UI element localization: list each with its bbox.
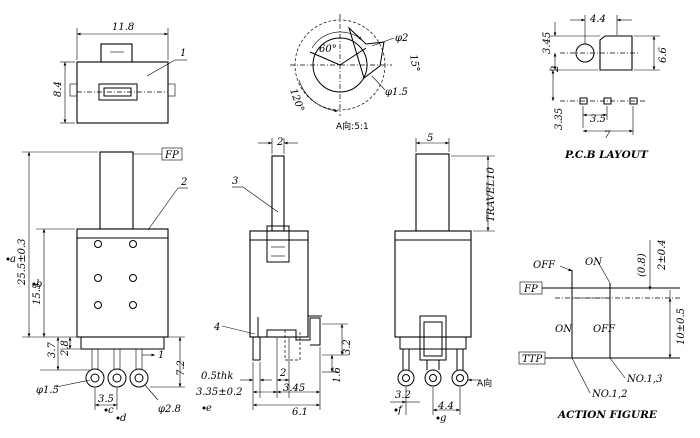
side-ref-e: e <box>206 403 212 414</box>
front-dim-dia-2-8: φ2.8 <box>158 404 181 415</box>
front-ref-b: b <box>36 279 42 290</box>
rotation-dia-2: φ2 <box>395 33 408 44</box>
side-dim-1-6: 1.6 <box>332 366 343 383</box>
front-dim-15-5: 15.5 <box>32 283 43 305</box>
right-view-label: A向 <box>477 377 492 389</box>
action-no13: NO.1,3 <box>626 374 662 385</box>
callout-3: 3 <box>232 176 238 187</box>
pcb-pad <box>599 35 633 71</box>
side-view-body <box>249 230 309 338</box>
rotation-angle-15: 15° <box>407 54 421 73</box>
pcb-layout: 4.4 3.45 6.6 2 3.35 3.5 7 P.C.B LAYOUT <box>542 14 669 161</box>
right-view-actuator <box>415 153 450 232</box>
top-view-actuator <box>100 43 133 63</box>
front-dim-3-7: 3.7 <box>47 341 58 358</box>
side-view: 2 3 4 3.2 1.6 0.5thk 2 3.35±0.2 3.45 6.1… <box>196 137 353 418</box>
right-view: 5 TRAVEL10 A向 3.2 4.4 f g <box>390 133 497 424</box>
front-ref-d: d <box>120 413 126 424</box>
front-view-actuator <box>99 151 134 230</box>
pcb-title: P.C.B LAYOUT <box>564 149 649 161</box>
side-dim-2-top: 2 <box>276 137 283 148</box>
pcb-dim-4-4: 4.4 <box>589 14 606 25</box>
right-travel: TRAVEL10 <box>486 167 497 222</box>
side-dim-3-45: 3.45 <box>283 383 305 394</box>
rotation-caption: A向:5:1 <box>336 120 369 132</box>
right-ref-f: f <box>397 405 404 416</box>
pcb-dim-3-35: 3.35 <box>554 108 565 130</box>
front-dim-dia-1-5: φ1.5 <box>36 385 59 396</box>
action-ttp: TTP <box>522 354 543 365</box>
rotation-view: 60° 120° φ2 15° φ1.5 A向:5:1 <box>287 14 421 132</box>
rotation-angle-small: 60° <box>319 44 337 55</box>
action-off-mid: OFF <box>593 324 616 335</box>
front-view-body <box>76 228 169 338</box>
side-dim-2-bottom: 2 <box>279 368 286 379</box>
right-dim-5: 5 <box>427 133 433 144</box>
action-dim-0-8: (0.8) <box>637 253 648 277</box>
action-fp: FP <box>523 284 538 295</box>
top-view-width: 11.8 <box>112 22 134 33</box>
action-figure: OFF ON (0.8) 2±0.4 FP ON OFF 10±0.5 TTP … <box>518 239 687 421</box>
front-fp-tag: FP <box>164 150 179 161</box>
top-view-body <box>76 61 169 124</box>
rotation-dia-15: φ1.5 <box>385 87 408 98</box>
top-view-height: 8.4 <box>53 81 64 97</box>
reference-dots <box>6 257 440 420</box>
action-figure-title: ACTION FIGURE <box>557 409 658 421</box>
pcb-dim-6-6: 6.6 <box>658 46 669 63</box>
right-view-body <box>394 230 472 338</box>
side-view-stem <box>271 155 285 232</box>
rotation-angle-large: 120° <box>287 87 306 113</box>
right-dim-3-2: 3.2 <box>395 390 411 401</box>
callout-2: 2 <box>180 177 187 188</box>
front-ref-c: c <box>108 405 114 416</box>
pcb-dim-2: 2 <box>550 66 561 73</box>
pcb-dim-7: 7 <box>604 130 611 141</box>
callout-1: 1 <box>180 48 186 59</box>
side-dim-3-35: 3.35±0.2 <box>196 387 243 398</box>
front-dim-25-5: 25.5±0.3 <box>17 238 28 286</box>
front-dim-1: 1 <box>158 350 164 361</box>
side-dim-6-1: 6.1 <box>292 407 308 418</box>
front-ref-a: a <box>10 254 16 265</box>
pcb-dim-3-5: 3.5 <box>590 114 606 125</box>
action-off-top: OFF <box>533 260 556 271</box>
right-dim-4-4: 4.4 <box>437 401 454 412</box>
top-view: 11.8 8.4 1 <box>53 22 187 124</box>
front-dim-3-5: 3.5 <box>98 394 114 405</box>
side-dim-3-2: 3.2 <box>342 339 353 355</box>
front-dim-2-8: 2.8 <box>60 340 71 357</box>
action-on-top: ON <box>585 257 603 268</box>
pcb-dim-3-45: 3.45 <box>542 32 553 54</box>
action-dim-10: 10±0.5 <box>676 308 687 345</box>
callout-4: 4 <box>213 322 220 333</box>
action-dim-2: 2±0.4 <box>657 239 668 271</box>
front-view: FP 2 25.5±0.3 a 15.5 b 3.7 2.8 1 7.2 φ1.… <box>10 147 188 424</box>
action-on-mid: ON <box>555 324 573 335</box>
action-no12: NO.1,2 <box>591 389 627 400</box>
right-ref-g: g <box>440 413 446 424</box>
front-dim-7-2: 7.2 <box>176 360 187 376</box>
side-dim-0-5thk: 0.5thk <box>201 371 233 382</box>
